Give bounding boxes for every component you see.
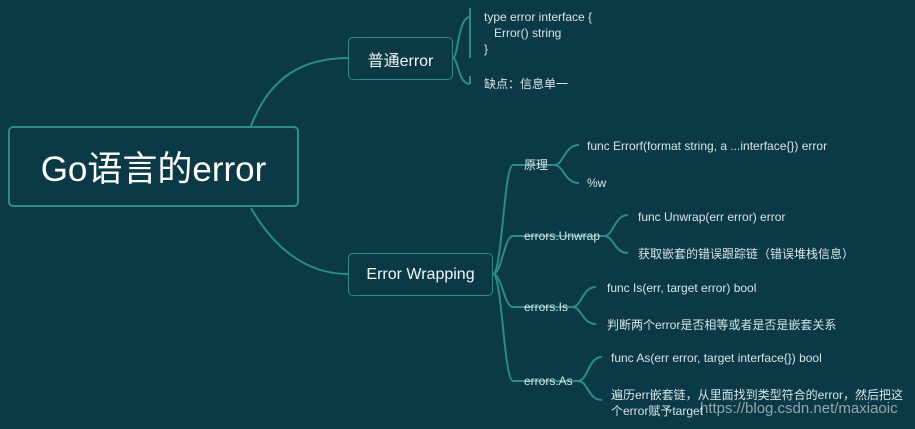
topic-as-description-line-2: 个error赋予target: [611, 404, 704, 418]
ordinary-error-drawback: 缺点：信息单一: [484, 77, 569, 91]
topic-unwrap-signature: func Unwrap(err error) error: [638, 210, 786, 224]
csdn-watermark: https://blog.csdn.net/maxiaoic: [700, 400, 898, 417]
topic-errors-as[interactable]: errors.As: [524, 374, 573, 388]
topic-errors-is[interactable]: errors.Is: [524, 300, 569, 314]
topic-is-description: 判断两个error是否相等或者是否是嵌套关系: [607, 318, 837, 332]
topic-principle-detail-errorf: func Errorf(format string, a ...interfac…: [587, 139, 828, 153]
topic-principle-detail-w: %w: [587, 176, 607, 190]
root-node[interactable]: Go语言的error: [8, 126, 299, 207]
ordinary-error-label: 普通error: [367, 52, 434, 70]
root-label: Go语言的error: [40, 150, 267, 189]
interface-line-1: type error interface {: [484, 10, 593, 24]
error-wrapping-label: Error Wrapping: [366, 265, 475, 283]
error-interface-code: type error interface { Error() string }: [484, 9, 592, 57]
topic-as-signature: func As(err error, target interface{}) b…: [611, 351, 822, 365]
interface-line-3: }: [484, 42, 489, 56]
topic-as-description-line-1: 遍历err嵌套链，从里面找到类型符合的error，然后把这: [611, 388, 904, 402]
topic-principle[interactable]: 原理: [524, 158, 549, 172]
ordinary-error-node[interactable]: 普通error: [348, 37, 453, 80]
interface-line-2: Error() string: [484, 26, 562, 40]
topic-is-signature: func Is(err, target error) bool: [607, 281, 757, 295]
topic-errors-unwrap[interactable]: errors.Unwrap: [524, 229, 601, 243]
error-wrapping-node[interactable]: Error Wrapping: [348, 253, 493, 296]
topic-unwrap-description: 获取嵌套的错误跟踪链（错误堆栈信息）: [638, 247, 855, 261]
